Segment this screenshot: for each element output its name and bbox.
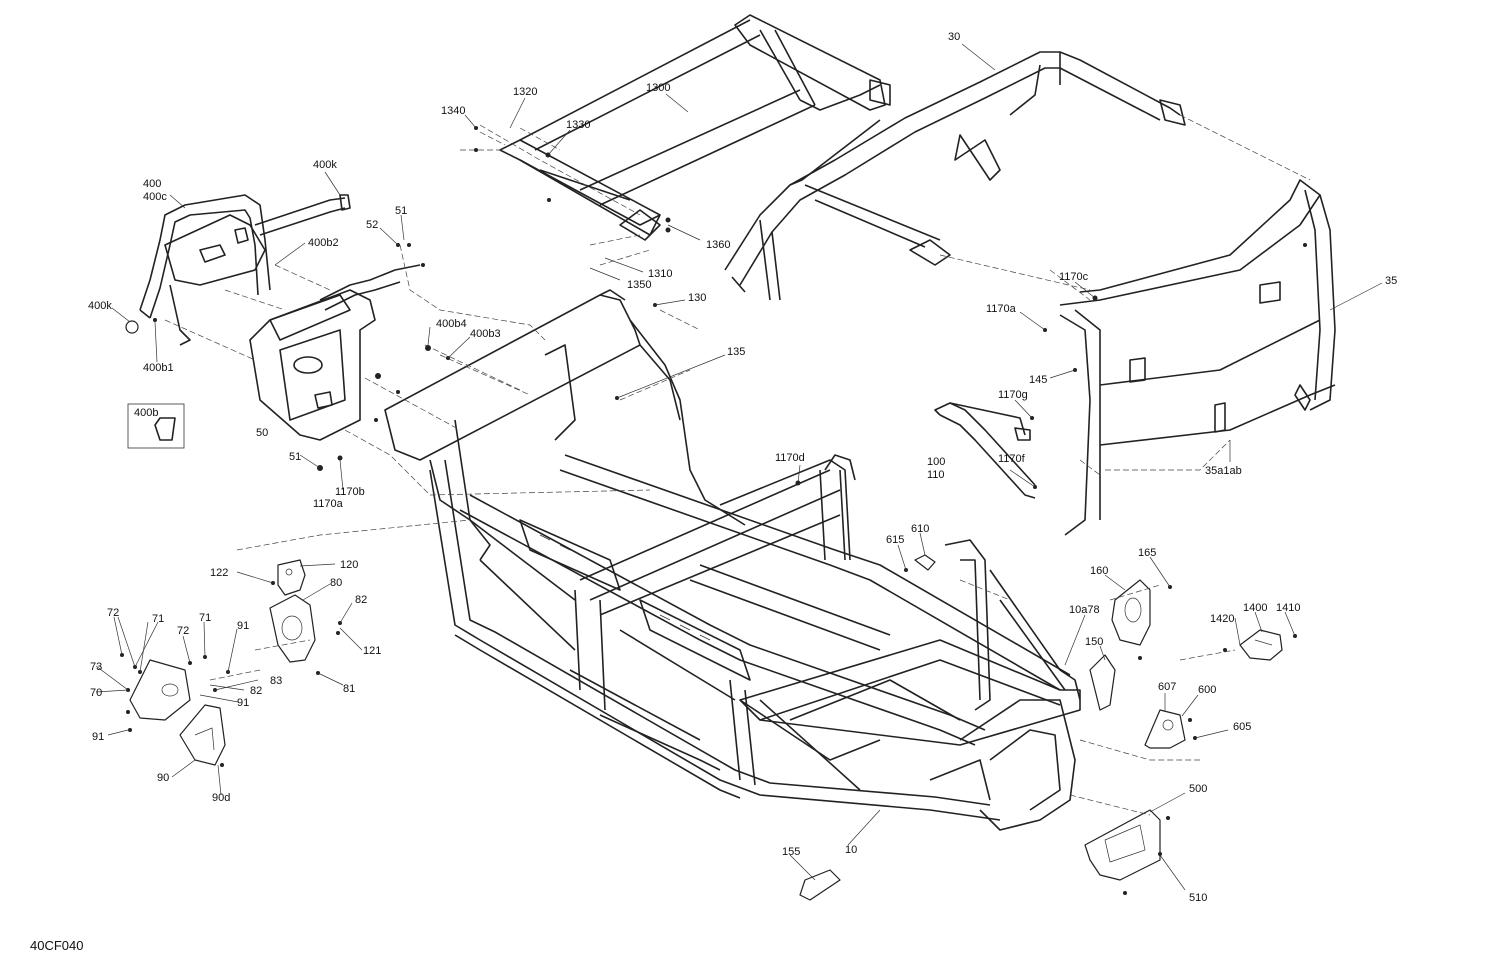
diagram-code: 40CF040 [30, 938, 83, 953]
label-90d: 90d [212, 792, 230, 804]
label-400k-left: 400k [88, 300, 112, 312]
bracket-part-1400 [1239, 629, 1283, 661]
label-1420: 1420 [1210, 613, 1234, 625]
engine-mount-part-90 [179, 704, 226, 766]
label-90: 90 [157, 772, 169, 784]
label-400: 400 [143, 178, 161, 190]
label-82-bottom: 82 [250, 685, 262, 697]
label-82-top: 82 [355, 594, 367, 606]
label-110: 110 [927, 469, 945, 481]
label-1400: 1400 [1243, 602, 1267, 614]
label-52: 52 [366, 219, 378, 231]
front-bulkhead-part-50 [249, 264, 421, 441]
label-70: 70 [90, 687, 102, 699]
label-607: 607 [1158, 681, 1176, 693]
label-400b1: 400b1 [143, 362, 174, 374]
label-91-left: 91 [92, 731, 104, 743]
label-135: 135 [727, 346, 745, 358]
label-160: 160 [1090, 565, 1108, 577]
label-120: 120 [340, 559, 358, 571]
label-400c: 400c [143, 191, 167, 203]
label-1350: 1350 [627, 279, 651, 291]
label-51-bottom: 51 [289, 451, 301, 463]
label-400k-top: 400k [313, 159, 337, 171]
label-1360: 1360 [706, 239, 730, 251]
label-130: 130 [688, 292, 706, 304]
dashed-reference-lines [164, 114, 1311, 816]
label-615: 615 [886, 534, 904, 546]
label-91-top: 91 [237, 620, 249, 632]
label-1170c: 1170c [1059, 271, 1089, 283]
guard-part-160 [1111, 579, 1151, 646]
engine-mount-part-80 [269, 594, 316, 663]
label-83: 83 [270, 675, 282, 687]
label-1330: 1330 [566, 119, 590, 131]
label-165: 165 [1138, 547, 1156, 559]
label-605: 605 [1233, 721, 1251, 733]
part-number-labels: 30 1300 1320 1340 1330 1360 1310 1350 40… [30, 31, 1397, 953]
leader-lines [95, 43, 1383, 891]
roll-cage-part-30 [724, 51, 1186, 301]
bracket-part-600 [1144, 709, 1186, 749]
label-400b4: 400b4 [436, 318, 467, 330]
label-10: 10 [845, 844, 857, 856]
front-bumper-part-400 [125, 194, 351, 346]
roll-cage-part-35 [1059, 179, 1336, 536]
label-51-top: 51 [395, 205, 407, 217]
label-1300: 1300 [646, 82, 670, 94]
label-510: 510 [1189, 892, 1207, 904]
label-72-b: 72 [177, 625, 189, 637]
label-610: 610 [911, 523, 929, 535]
label-145: 145 [1029, 374, 1047, 386]
label-1170f: 1170f [998, 453, 1026, 465]
label-10a78: 10a78 [1069, 604, 1100, 616]
label-1340: 1340 [441, 105, 465, 117]
cover-part-155 [799, 869, 841, 901]
label-1320: 1320 [513, 86, 537, 98]
label-50: 50 [256, 427, 268, 439]
label-121: 121 [363, 645, 381, 657]
label-155: 155 [782, 846, 800, 858]
label-400b2: 400b2 [308, 237, 339, 249]
label-72-a: 72 [107, 607, 119, 619]
label-81: 81 [343, 683, 355, 695]
label-80: 80 [330, 577, 342, 589]
label-1170a-right: 1170a [986, 303, 1017, 315]
bracket-part-120 [277, 559, 306, 596]
skid-plate-part-500 [1084, 809, 1161, 881]
label-91-mid: 91 [237, 697, 249, 709]
label-1170a-left: 1170a [313, 498, 344, 510]
label-400b: 400b [134, 407, 158, 419]
label-35: 35 [1385, 275, 1397, 287]
main-frame-part-10 [384, 289, 1081, 831]
label-71-b: 71 [199, 612, 211, 624]
bracket-part-610 [914, 554, 936, 571]
label-35a1ab: 35a1ab [1205, 465, 1242, 477]
label-1170g: 1170g [998, 389, 1028, 401]
label-71-a: 71 [152, 613, 164, 625]
engine-mount-part-70 [129, 659, 191, 721]
deflector-part-150 [1089, 654, 1116, 711]
label-400b3: 400b3 [470, 328, 501, 340]
side-bar-part-100 [934, 402, 1036, 499]
label-500: 500 [1189, 783, 1207, 795]
label-150: 150 [1085, 636, 1103, 648]
label-30: 30 [948, 31, 960, 43]
label-1170b: 1170b [335, 486, 365, 498]
inset-box-400b [127, 403, 185, 449]
upper-brace-part-1300 [499, 14, 891, 241]
label-1410: 1410 [1276, 602, 1300, 614]
label-1310: 1310 [648, 268, 672, 280]
label-73: 73 [90, 661, 102, 673]
label-1170d: 1170d [775, 452, 805, 464]
label-100: 100 [927, 456, 945, 468]
label-122: 122 [210, 567, 228, 579]
label-600: 600 [1198, 684, 1216, 696]
